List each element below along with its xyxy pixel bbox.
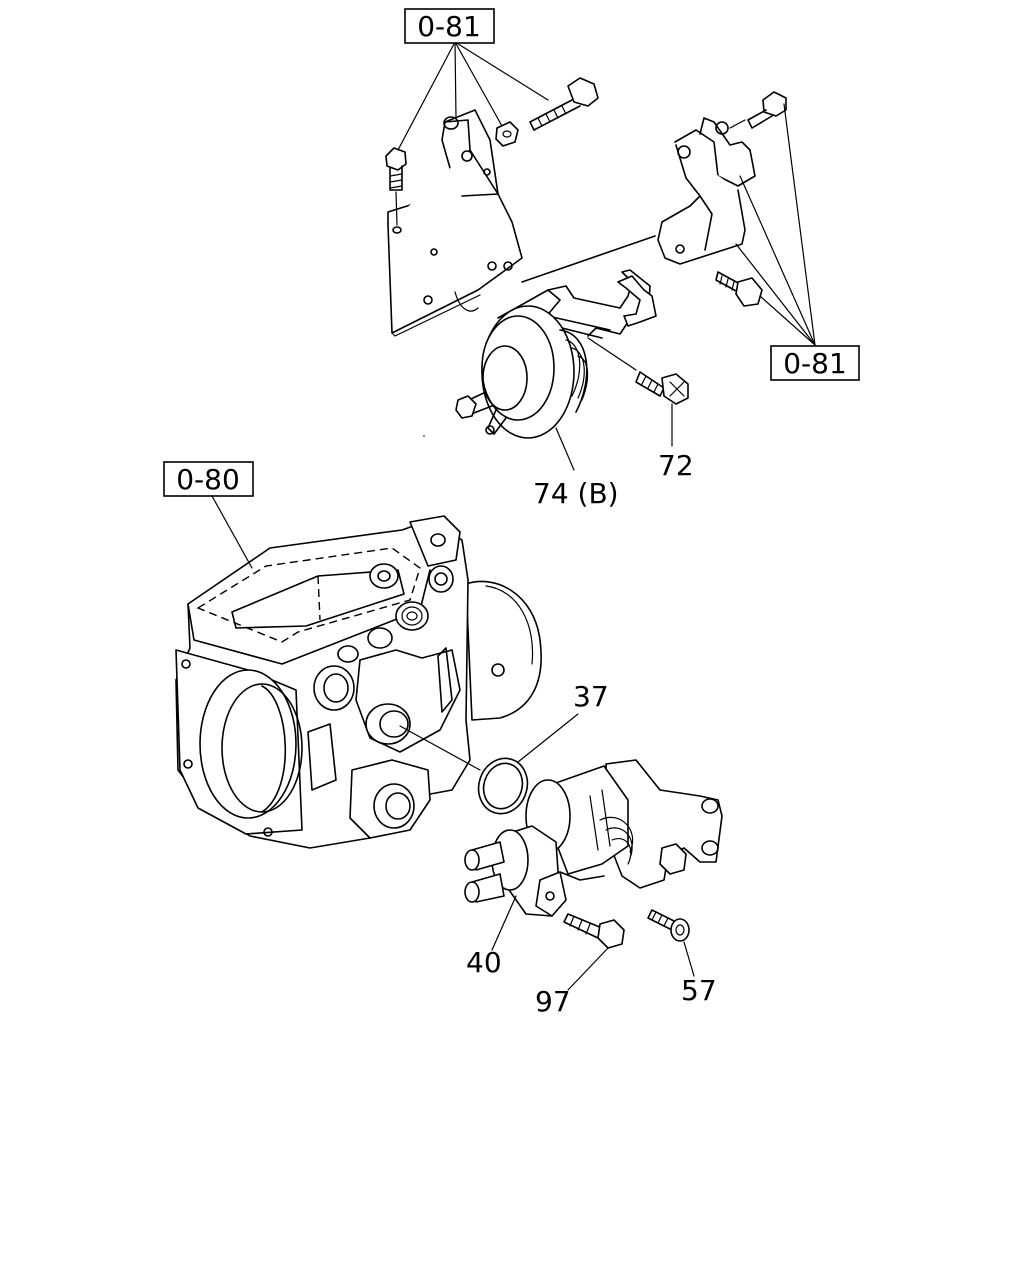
leader-lines-right-ref	[735, 103, 816, 346]
ref-box-top: 0-81	[404, 8, 495, 44]
leader-lines-top-ref	[397, 41, 549, 151]
leader-40	[491, 895, 517, 951]
ref-box-top-label: 0-81	[417, 10, 481, 43]
bolt-diagonal	[529, 77, 599, 131]
bolt-right-top	[729, 91, 787, 129]
idle-air-control-valve	[464, 759, 723, 917]
callout-40: 40	[466, 946, 502, 979]
bolt-right-lower	[715, 271, 763, 307]
callout-57: 57	[681, 974, 717, 1007]
bolt-57	[647, 909, 695, 977]
ref-box-left: 0-80	[163, 461, 254, 497]
callout-74b: 74 (B)	[533, 477, 619, 510]
throttle-body	[175, 435, 542, 849]
upper-bracket-assembly	[385, 41, 816, 471]
vacuum-actuator	[455, 269, 651, 439]
bolt-72	[587, 337, 689, 447]
bolt-97	[563, 913, 625, 991]
callout-72: 72	[658, 449, 694, 482]
leader-74b	[555, 427, 575, 471]
bolt-top-left	[385, 147, 407, 226]
ref-box-left-label: 0-80	[176, 463, 240, 496]
vacuum-pipe	[617, 275, 657, 327]
left-bracket	[387, 109, 523, 337]
callout-97: 97	[535, 985, 571, 1018]
ref-box-right-label: 0-81	[783, 347, 847, 380]
o-ring-37	[477, 713, 579, 815]
nut	[495, 121, 519, 147]
callout-37: 37	[573, 680, 609, 713]
right-bracket	[521, 117, 756, 283]
ref-box-right: 0-81	[770, 345, 860, 381]
